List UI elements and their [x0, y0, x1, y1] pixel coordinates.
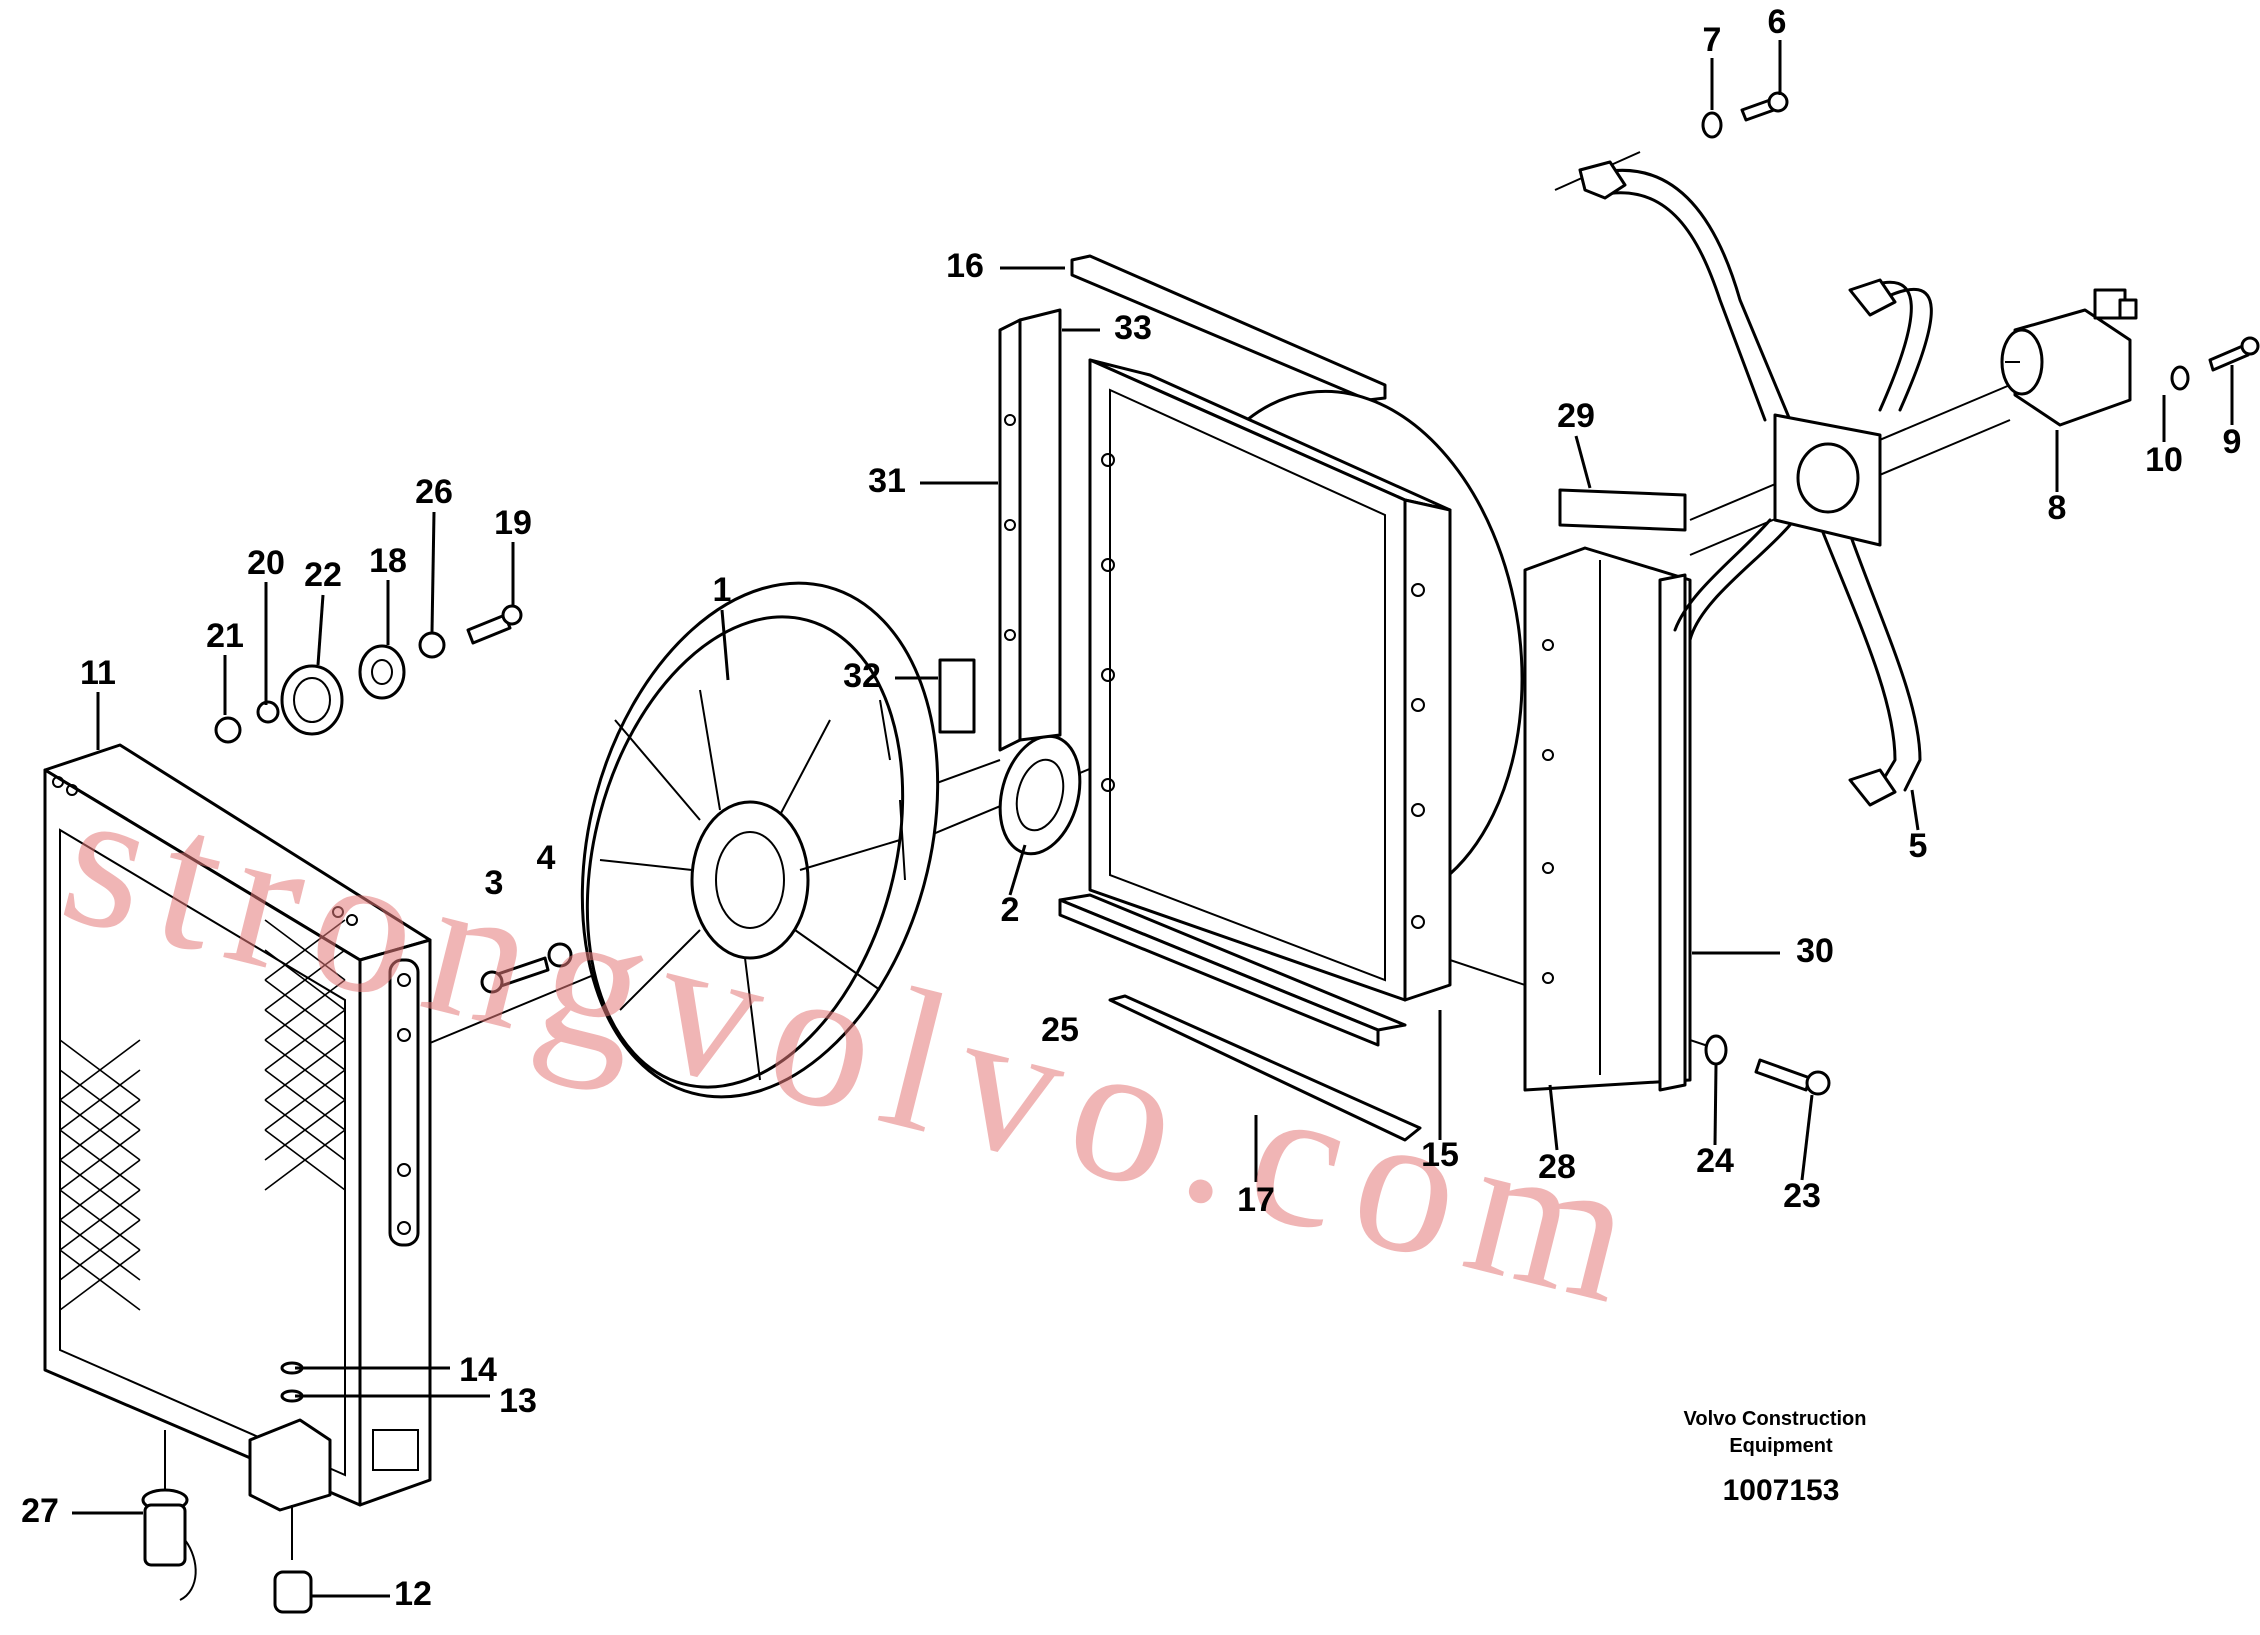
motor-bolt — [2170, 336, 2260, 391]
part-label-26: 26 — [415, 473, 453, 511]
part-label-30: 30 — [1796, 932, 1834, 970]
part-label-27: 27 — [21, 1492, 59, 1530]
caption-line-1: Volvo Construction — [1684, 1408, 1867, 1430]
document-number: 1007153 — [1723, 1474, 1840, 1507]
bracket-bolt — [1701, 91, 1789, 139]
rubber-mount — [273, 1361, 313, 1614]
part-label-5: 5 — [1909, 827, 1928, 865]
part-label-17: 17 — [1237, 1181, 1275, 1219]
radiator-mesh — [59, 919, 346, 1311]
fan-bolt — [480, 942, 573, 994]
rubber-block — [938, 658, 976, 734]
part-label-29: 29 — [1557, 397, 1595, 435]
side-strip-left — [998, 308, 1062, 752]
part-label-25: 25 — [1041, 1011, 1079, 1049]
part-label-31: 31 — [868, 462, 906, 500]
part-label-3: 3 — [485, 864, 504, 902]
radiator-core — [43, 743, 432, 1512]
strip-bolt — [1704, 1034, 1831, 1096]
caption-line-2: Equipment — [1729, 1435, 1833, 1457]
part-label-14: 14 — [459, 1351, 497, 1389]
side-strip-right — [1523, 546, 1692, 1092]
part-label-15: 15 — [1421, 1136, 1459, 1174]
part-label-19: 19 — [494, 504, 532, 542]
part-label-32: 32 — [843, 657, 881, 695]
part-label-1: 1 — [713, 571, 732, 609]
part-label-28: 28 — [1538, 1148, 1576, 1186]
top-seal-strip — [1070, 254, 1387, 402]
part-label-6: 6 — [1768, 3, 1787, 41]
bearing-stack — [214, 604, 523, 744]
part-label-11: 11 — [80, 654, 116, 692]
part-label-20: 20 — [247, 544, 285, 582]
part-label-2: 2 — [1001, 891, 1020, 929]
part-label-4: 4 — [537, 839, 556, 877]
part-label-24: 24 — [1696, 1142, 1734, 1180]
part-label-12: 12 — [394, 1575, 432, 1613]
hydraulic-motor — [2000, 288, 2138, 427]
part-label-9: 9 — [2223, 423, 2242, 461]
part-label-10: 10 — [2145, 441, 2183, 479]
cooling-fan — [580, 581, 940, 1099]
part-label-7: 7 — [1703, 21, 1722, 59]
part-label-13: 13 — [499, 1382, 537, 1420]
fan-shroud — [1058, 358, 1524, 1142]
part-label-33: 33 — [1114, 309, 1152, 347]
leader-lines — [72, 40, 2234, 1598]
part-label-22: 22 — [304, 556, 342, 594]
part-label-18: 18 — [369, 542, 407, 580]
motor-bracket — [1578, 160, 1933, 807]
part-label-16: 16 — [946, 247, 984, 285]
part-label-8: 8 — [2048, 489, 2067, 527]
foam-block — [1558, 488, 1687, 532]
part-label-21: 21 — [206, 617, 244, 655]
drain-cock — [141, 1430, 197, 1601]
part-label-23: 23 — [1783, 1177, 1821, 1215]
